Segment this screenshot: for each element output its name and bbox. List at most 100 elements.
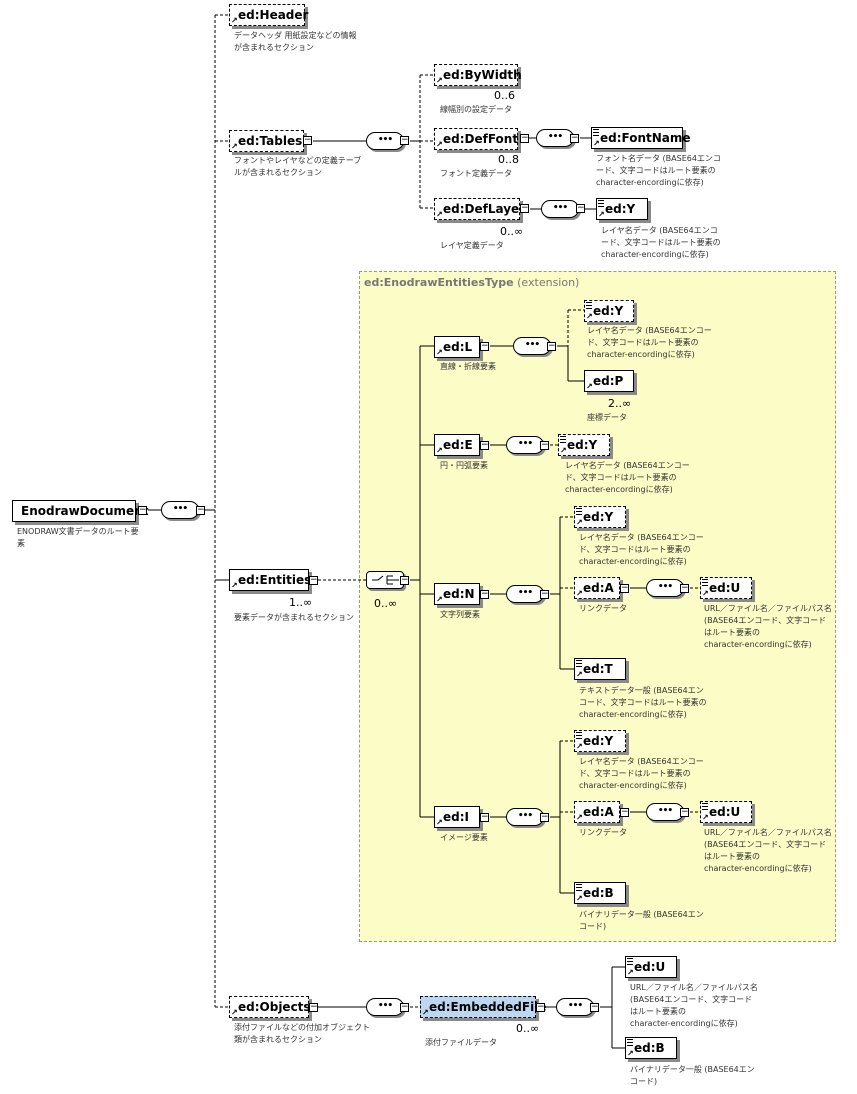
objects-u-element[interactable]: ↗ed:U [625, 956, 677, 978]
embeddedfile-sequence: ••• [556, 998, 594, 1016]
entity-i-sequence: ••• [506, 808, 544, 826]
bywidth-note: 線幅別の設定データ [440, 105, 512, 114]
deflayer-sequence: ••• [541, 200, 579, 218]
deflayer-sequence-collapse[interactable]: − [576, 203, 585, 213]
entity-n-sequence-collapse[interactable]: − [540, 589, 549, 599]
choice-icon [372, 575, 399, 585]
entity-e-sequence-collapse[interactable]: − [540, 440, 549, 450]
entities-choice-cardinality: 0..∞ [374, 597, 398, 610]
tables-sequence-collapse[interactable]: − [400, 135, 409, 145]
entity-l-sequence-collapse[interactable]: − [547, 341, 556, 351]
entity-n-t-element[interactable]: ↗ed:T [574, 658, 626, 680]
deflayer-y-element[interactable]: ↗ed:Y [596, 198, 648, 220]
entity-l-element[interactable]: ↗ed:L [434, 336, 480, 358]
entities-choice-collapse[interactable]: − [400, 575, 409, 585]
entity-e-y-element[interactable]: ↗ed:Y [558, 434, 610, 456]
entity-i-element[interactable]: ↗ed:I [434, 806, 480, 828]
bywidth-cardinality: 0..6 [494, 89, 515, 102]
entity-i-a-sequence-collapse[interactable]: − [680, 807, 689, 817]
deffont-cardinality: 0..8 [498, 153, 519, 166]
deffont-collapse-button[interactable]: − [520, 133, 529, 143]
entities-collapse-button[interactable]: − [309, 575, 318, 585]
root-element[interactable]: EnodrawDocument [12, 500, 148, 522]
entities-type-title: ed:EnodrawEntitiesType (extension) [364, 276, 580, 289]
embeddedfile-collapse-button[interactable]: − [536, 1002, 545, 1012]
tables-collapse-button[interactable]: − [303, 135, 312, 145]
root-sequence: ••• [161, 501, 199, 519]
entity-n-y-element[interactable]: ↗ed:Y [574, 506, 626, 528]
entity-i-note: イメージ要素 [440, 833, 488, 842]
root-note: ENODRAW文書データのルート要 素 [17, 527, 139, 548]
embeddedfile-sequence-collapse[interactable]: − [590, 1002, 599, 1012]
entity-i-y-note: レイヤ名データ (BASE64エンコー ド、文字コードはルート要素の chara… [579, 757, 704, 790]
entity-i-u-element[interactable]: ↗ed:U [700, 801, 752, 823]
embeddedfile-cardinality: 0..∞ [516, 1022, 540, 1035]
entity-e-collapse[interactable]: − [480, 440, 489, 450]
deffont-sequence-collapse[interactable]: − [570, 133, 579, 143]
objects-sequence: ••• [366, 998, 404, 1016]
entities-note: 要素データが含まれるセクション [234, 613, 354, 622]
deffont-note: フォント定義データ [440, 169, 512, 178]
root-sequence-collapse[interactable]: − [196, 505, 205, 515]
entity-n-sequence: ••• [506, 585, 544, 603]
objects-element[interactable]: ↗ed:Objects [229, 996, 311, 1018]
entity-i-a-note: リンクデータ [579, 828, 627, 837]
entity-n-a-sequence-collapse[interactable]: − [680, 583, 689, 593]
objects-b-element[interactable]: ↗ed:B [625, 1037, 677, 1059]
entity-n-y-note: レイヤ名データ (BASE64エンコー ド、文字コードはルート要素の chara… [579, 533, 704, 566]
embeddedfile-note: 添付ファイルデータ [425, 1038, 497, 1047]
entity-l-note: 直線・折線要素 [440, 362, 496, 371]
entities-element[interactable]: ↗ed:Entities [229, 569, 313, 595]
entity-i-a-sequence: ••• [646, 803, 684, 821]
objects-note: 添付ファイルなどの付加オブジェクト 類が含まれるセクション [234, 1023, 370, 1044]
embeddedfile-element[interactable]: ↗ed:EmbeddedFile [420, 996, 546, 1022]
entity-e-element[interactable]: ↗ed:E [434, 434, 480, 456]
entity-e-sequence: ••• [506, 436, 544, 454]
objects-u-note: URL／ファイル名／ファイルパス名 (BASE64エンコード、文字コード はルー… [630, 983, 758, 1028]
fontname-element[interactable]: ↗ed:FontName [591, 127, 691, 149]
deffont-sequence: ••• [536, 129, 574, 147]
entity-i-b-note: バイナリデータ一般 (BASE64エン コード) [579, 910, 704, 931]
entity-l-p-element[interactable]: ↗ed:P [584, 370, 638, 396]
deflayer-element[interactable]: ↗ed:DefLayer [434, 198, 525, 224]
entity-i-a-element[interactable]: ↗ed:A [574, 801, 620, 823]
entity-i-a-collapse[interactable]: − [620, 807, 629, 817]
objects-collapse-button[interactable]: − [309, 1002, 318, 1012]
objects-b-note: バイナリデータ一般 (BASE64エン コード) [630, 1065, 755, 1086]
entity-n-u-note: URL／ファイル名／ファイルパス名 (BASE64エンコード、文字コード はルー… [704, 604, 832, 649]
header-note: データヘッダ 用紙設定などの情報 が含まれるセクション [234, 31, 357, 52]
entity-i-y-element[interactable]: ↗ed:Y [574, 730, 626, 752]
entities-cardinality: 1..∞ [289, 596, 313, 609]
root-collapse-button[interactable]: − [138, 505, 147, 515]
entity-n-collapse[interactable]: − [480, 589, 489, 599]
entity-n-note: 文字列要素 [440, 610, 480, 619]
entity-i-u-note: URL／ファイル名／ファイルパス名 (BASE64エンコード、文字コード はルー… [704, 828, 832, 873]
bywidth-element[interactable]: ↗ed:ByWidth [434, 64, 522, 90]
deffont-element[interactable]: ↗ed:DefFont [434, 128, 522, 154]
entity-i-collapse[interactable]: − [480, 812, 489, 822]
entity-l-y-note: レイヤ名データ (BASE64エンコー ド、文字コードはルート要素の chara… [587, 326, 712, 359]
deflayer-cardinality: 0..∞ [500, 225, 524, 238]
entity-l-y-element[interactable]: ↗ed:Y [584, 300, 634, 322]
entity-l-collapse[interactable]: − [480, 341, 489, 351]
entity-n-a-element[interactable]: ↗ed:A [574, 577, 620, 599]
header-element[interactable]: ↗ed:Header [229, 4, 308, 26]
entity-l-sequence: ••• [513, 337, 551, 355]
entity-n-a-collapse[interactable]: − [620, 583, 629, 593]
tables-element[interactable]: ↗ed:Tables [229, 130, 304, 152]
entity-i-sequence-collapse[interactable]: − [540, 812, 549, 822]
entity-n-a-note: リンクデータ [579, 604, 627, 613]
tables-sequence: ••• [366, 132, 404, 150]
entity-n-u-element[interactable]: ↗ed:U [700, 577, 752, 599]
fontname-note: フォント名データ (BASE64エンコ ード、文字コードはルート要素の char… [596, 154, 721, 187]
entity-l-p-cardinality: 2..∞ [608, 397, 632, 410]
deflayer-y-note: レイヤ名データ (BASE64エンコ ード、文字コードはルート要素の chara… [601, 226, 721, 259]
entity-n-t-note: テキストデータ一般 (BASE64エン コード、文字コードはルート要素の cha… [579, 686, 707, 719]
deflayer-collapse-button[interactable]: − [520, 203, 529, 213]
entity-i-b-element[interactable]: ↗ed:B [574, 882, 626, 904]
objects-sequence-collapse[interactable]: − [400, 1002, 409, 1012]
entity-n-a-sequence: ••• [646, 579, 684, 597]
entity-n-element[interactable]: ↗ed:N [434, 583, 480, 605]
